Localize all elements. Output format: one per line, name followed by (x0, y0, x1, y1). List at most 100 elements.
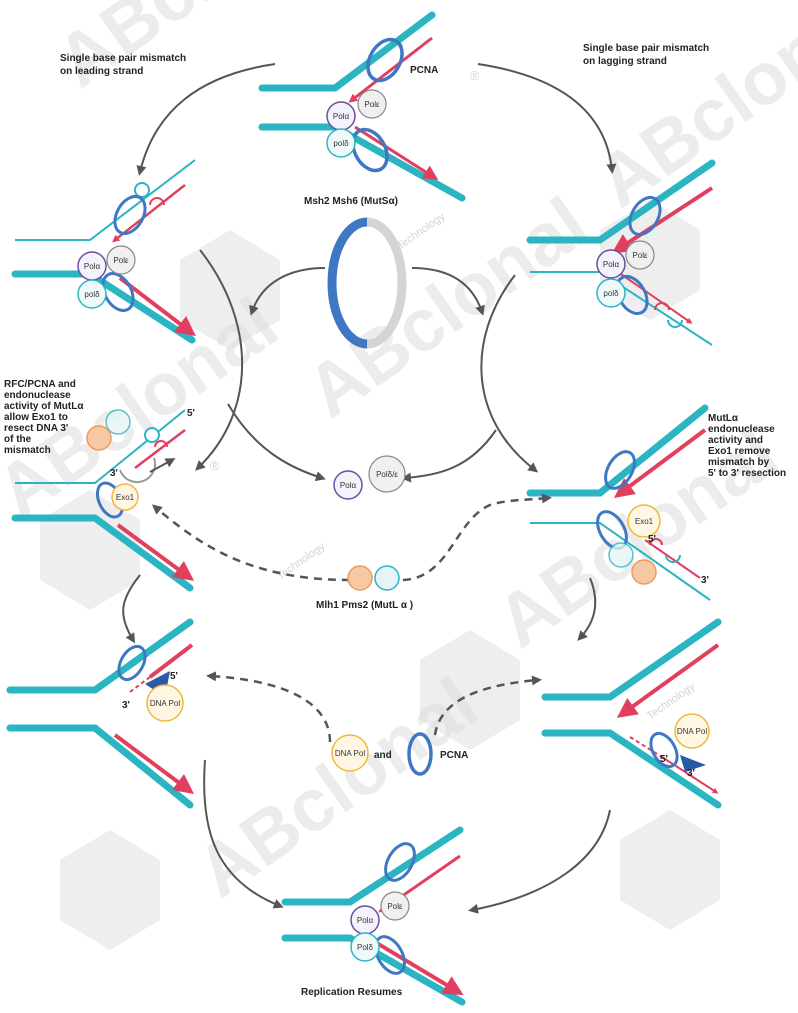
three-prime-label: 3' (122, 700, 130, 711)
pol-d-label: polδ (333, 139, 349, 148)
pol-de-label: Polδ/ε (376, 470, 398, 479)
dna-pol-label: DNA Pol (677, 727, 707, 736)
five-prime-label: 5' (170, 671, 178, 682)
mutsa-clamp (327, 217, 407, 349)
pol-a-circle (333, 470, 363, 500)
three-prime-label: 3' (687, 768, 695, 779)
resection-fork-left: Exo1 5' 3' (11, 408, 195, 592)
pcna-label: PCNA (410, 65, 438, 76)
pol-e-circle (106, 245, 136, 275)
flow-arrow (577, 577, 597, 641)
watermark-text: ABclonal (182, 661, 492, 913)
mutl-label-4: Exo1 remove (708, 446, 771, 457)
msh-label: Msh2 Msh6 (MutSα) (304, 196, 398, 207)
rfc-label-4: allow Exo1 to (4, 412, 68, 423)
pms-circle (631, 559, 657, 585)
pol-e-label: Polε (632, 251, 648, 260)
pol-e-circle (357, 89, 387, 119)
exo1-label: Exo1 (116, 493, 135, 502)
rfc-label-1: RFC/PCNA and (4, 379, 76, 390)
flow-arrow (401, 429, 497, 483)
pol-de-circle (368, 455, 406, 493)
exo1-circle (627, 504, 661, 538)
pol-e-circle (625, 240, 655, 270)
pol-d-circle (350, 932, 380, 962)
mlh-circle (105, 409, 131, 435)
flow-arrow (477, 63, 617, 174)
mutl-label-5: mismatch by (708, 457, 770, 468)
rfc-label-7: mismatch (4, 445, 51, 456)
dna-pol-circle (331, 734, 369, 772)
watermark-mark: ® (210, 458, 220, 473)
flow-arrow (136, 63, 276, 176)
mlh-label: Mlh1 Pms2 (MutL α ) (316, 600, 413, 611)
pol-e-label: Polε (364, 100, 380, 109)
dna-pol-circle (146, 684, 184, 722)
five-prime-label: 5' (648, 534, 656, 545)
dna-pol-label: DNA Pol (335, 749, 365, 758)
pol-d-circle (596, 278, 626, 308)
replication-resumes-label: Replication Resumes (301, 987, 403, 998)
dna-pol-circle (674, 713, 710, 749)
mutl-label-1: MutLα (708, 413, 739, 424)
pol-e-label: Polε (387, 902, 403, 911)
watermark-text: ABclonal (582, 0, 798, 223)
mutl-label-6: 5' to 3' resection (708, 468, 786, 479)
five-prime-label: 5' (660, 754, 668, 765)
three-prime-label: 3' (110, 468, 118, 479)
pol-a-label: Polα (84, 262, 101, 271)
pol-d-circle (77, 279, 107, 309)
exo1-circle (111, 483, 139, 511)
watermark-sub: Technology (395, 210, 448, 252)
leading-mismatch-fork: Polε Polα polδ (11, 159, 196, 344)
flow-arrow (411, 267, 485, 316)
watermark-hexagon (180, 230, 280, 350)
rfc-label-2: endonuclease (4, 390, 71, 401)
flow-arrow (122, 574, 141, 644)
flow-arrow (468, 809, 611, 914)
mutl-label-3: activity and (708, 435, 763, 446)
flow-arrow (227, 403, 326, 481)
and-label: and (374, 750, 392, 761)
pol-d-label: polδ (84, 290, 100, 299)
resynthesis-fork-left: DNA Pol 5' 3' (6, 618, 195, 809)
lagging-mismatch-fork: Polε Polα polδ (526, 159, 716, 346)
lagging-strand-label-1: Single base pair mismatch (583, 43, 709, 54)
resynthesis-fork-right: DNA Pol 5' 3' (541, 618, 722, 809)
pol-a-label: Polα (333, 112, 350, 121)
pol-a-circle (596, 249, 626, 279)
resection-fork-right: Exo1 5' 3' (526, 404, 711, 601)
dashed-arrow (151, 504, 351, 582)
rfc-label-6: of the (4, 434, 32, 445)
rfc-label-5: resect DNA 3' (4, 423, 68, 434)
watermark-hexagon (620, 810, 720, 930)
dashed-arrow (402, 493, 552, 582)
pol-e-label: Polε (113, 256, 129, 265)
lagging-strand-label-2: on lagging strand (583, 56, 667, 67)
watermark-hexagon (420, 630, 520, 750)
pol-d-circle (326, 128, 356, 158)
dashed-arrow (206, 671, 332, 743)
pol-e-circle (380, 891, 410, 921)
pcna-ring (366, 37, 404, 83)
flow-arrow (249, 267, 326, 316)
five-prime-label: 5' (187, 408, 195, 419)
pol-d-label: polδ (603, 289, 619, 298)
three-prime-label: 3' (701, 575, 709, 586)
rfc-label-3: activity of MutLα (4, 401, 84, 412)
flow-arrow (195, 249, 243, 471)
pol-a-label: Polα (357, 916, 374, 925)
dna-pol-label: DNA Pol (150, 699, 180, 708)
watermark-mark: ® (470, 68, 480, 83)
flow-arrow (480, 274, 539, 473)
mlh-circle (608, 542, 634, 568)
leading-strand-label-2: on leading strand (60, 66, 143, 77)
pol-d-label: Polδ (357, 943, 374, 952)
mutl-label-2: endonuclease (708, 424, 775, 435)
watermark-hexagon (60, 830, 160, 950)
pol-a-label: Polα (603, 260, 620, 269)
resumed-fork: Polε Polα Polδ (281, 826, 466, 1006)
pcna-center-label: PCNA (440, 750, 468, 761)
